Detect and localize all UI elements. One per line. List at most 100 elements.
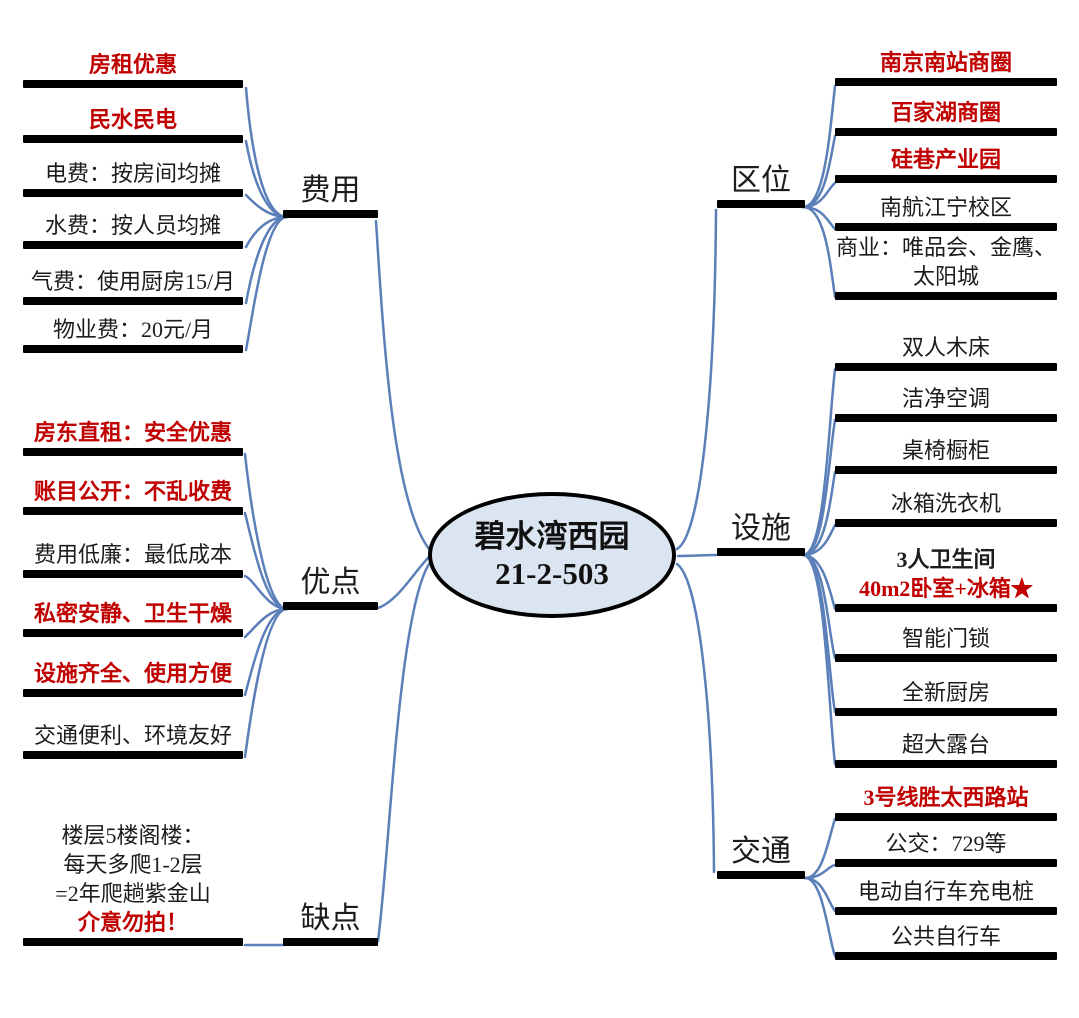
leaf-label: 民水民电 (88, 107, 177, 132)
leaf-label: 房租优惠 (88, 52, 177, 77)
underline-bar (283, 938, 378, 946)
underline-bar (835, 952, 1057, 960)
leaf-label: 物业费：20元/月 (52, 317, 214, 342)
underline-bar (23, 189, 243, 197)
underline-bar (23, 689, 243, 697)
pros-item-low-cost: 费用低廉：最低成本 (23, 540, 243, 578)
underline-bar (23, 241, 243, 249)
facilities-item-double-bed: 双人木床 (835, 333, 1057, 371)
facilities-item-air-conditioner: 洁净空调 (835, 384, 1057, 422)
underline-bar (835, 859, 1057, 867)
pros-item-full-facilities: 设施齐全、使用方便 (23, 659, 243, 697)
underline-bar (835, 78, 1057, 86)
location-item-guixiang-park: 硅巷产业园 (835, 145, 1057, 183)
facilities-item-new-kitchen: 全新厨房 (835, 678, 1057, 716)
underline-bar (23, 570, 243, 578)
center-title: 碧水湾西园 (474, 519, 630, 554)
fees-item-gas: 气费：使用厨房15/月 (23, 267, 243, 305)
underline-bar (835, 708, 1057, 716)
leaf-label: 智能门锁 (901, 626, 990, 651)
cons-line-4: 介意勿拍！ (77, 910, 188, 935)
facilities-item-smart-lock: 智能门锁 (835, 624, 1057, 662)
facilities-item-desk-cabinet: 桌椅橱柜 (835, 436, 1057, 474)
facilities-item-fridge-washer: 冰箱洗衣机 (835, 489, 1057, 527)
branch-label: 设施 (731, 512, 791, 545)
underline-bar (835, 175, 1057, 183)
branch-label: 区位 (731, 164, 791, 197)
underline-bar (835, 363, 1057, 371)
leaf-label: 3号线胜太西路站 (863, 785, 1029, 810)
underline-bar (23, 751, 243, 759)
leaf-label: 百家湖商圈 (890, 100, 1001, 125)
leaf-label: 设施齐全、使用方便 (33, 661, 232, 686)
underline-bar (23, 938, 243, 946)
leaf-label: 商业：唯品会、金鹰、太阳城 (835, 235, 1056, 289)
location-item-nuaa-campus: 南航江宁校区 (835, 193, 1057, 231)
center-topic: 碧水湾西园 21-2-503 (428, 492, 676, 618)
underline-bar (717, 200, 805, 208)
location-item-nanjing-south: 南京南站商圈 (835, 48, 1057, 86)
pros-item-direct-rent: 房东直租：安全优惠 (23, 418, 243, 456)
underline-bar (835, 654, 1057, 662)
transport-item-public-bike: 公共自行车 (835, 922, 1057, 960)
branch-fees: 费用 (283, 173, 378, 218)
underline-bar (283, 210, 378, 218)
leaf-label: 账目公开：不乱收费 (33, 479, 232, 504)
facility-line-1: 3人卫生间 (896, 547, 996, 572)
fees-item-property-fee: 物业费：20元/月 (23, 315, 243, 353)
branch-cons: 缺点 (283, 901, 378, 946)
underline-bar (835, 414, 1057, 422)
underline-bar (23, 629, 243, 637)
branch-transport: 交通 (717, 834, 805, 879)
transport-item-ebike-charging: 电动自行车充电桩 (835, 877, 1057, 915)
underline-bar (835, 292, 1057, 300)
underline-bar (23, 80, 243, 88)
leaf-label: 交通便利、环境友好 (33, 723, 232, 748)
leaf-label: 公交：729等 (885, 831, 1007, 856)
pros-item-open-accounts: 账目公开：不乱收费 (23, 477, 243, 515)
leaf-label: 全新厨房 (901, 680, 990, 705)
cons-line-2: 每天多爬1-2层 (63, 852, 203, 877)
underline-bar (283, 602, 378, 610)
leaf-label: 超大露台 (901, 732, 990, 757)
fees-item-civil-utilities: 民水民电 (23, 105, 243, 143)
underline-bar (835, 907, 1057, 915)
branch-label: 优点 (300, 566, 361, 599)
branch-label: 费用 (300, 174, 361, 207)
leaf-label: 房东直租：安全优惠 (33, 420, 232, 445)
cons-item-attic-floor: 楼层5楼阁楼： 每天多爬1-2层 =2年爬趟紫金山 介意勿拍！ (23, 821, 243, 946)
leaf-label: 电动自行车充电桩 (857, 879, 1034, 904)
leaf-label: 水费：按人员均摊 (44, 213, 221, 238)
fees-item-water: 水费：按人员均摊 (23, 211, 243, 249)
facility-line-2: 40m2卧室+冰箱★ (859, 576, 1033, 601)
leaf-label: 南航江宁校区 (879, 195, 1012, 220)
branch-label: 交通 (731, 835, 791, 868)
underline-bar (23, 345, 243, 353)
leaf-label: 私密安静、卫生干燥 (33, 601, 232, 626)
leaf-label: 气费：使用厨房15/月 (30, 269, 236, 294)
center-unit-number: 21-2-503 (495, 556, 609, 591)
leaf-label: 硅巷产业园 (890, 147, 1001, 172)
underline-bar (835, 128, 1057, 136)
leaf-label: 洁净空调 (901, 386, 990, 411)
underline-bar (835, 519, 1057, 527)
leaf-label: 电费：按房间均摊 (44, 161, 221, 186)
leaf-label: 冰箱洗衣机 (890, 491, 1001, 516)
underline-bar (23, 448, 243, 456)
underline-bar (23, 507, 243, 515)
pros-item-convenient: 交通便利、环境友好 (23, 721, 243, 759)
underline-bar (835, 223, 1057, 231)
branch-location: 区位 (717, 163, 805, 208)
transport-item-bus-729: 公交：729等 (835, 829, 1057, 867)
underline-bar (835, 604, 1057, 612)
underline-bar (717, 871, 805, 879)
leaf-label: 桌椅橱柜 (901, 438, 990, 463)
underline-bar (835, 466, 1057, 474)
underline-bar (23, 297, 243, 305)
underline-bar (835, 760, 1057, 768)
location-item-baijiahu: 百家湖商圈 (835, 98, 1057, 136)
pros-item-private-quiet: 私密安静、卫生干燥 (23, 599, 243, 637)
branch-label: 缺点 (300, 902, 361, 935)
